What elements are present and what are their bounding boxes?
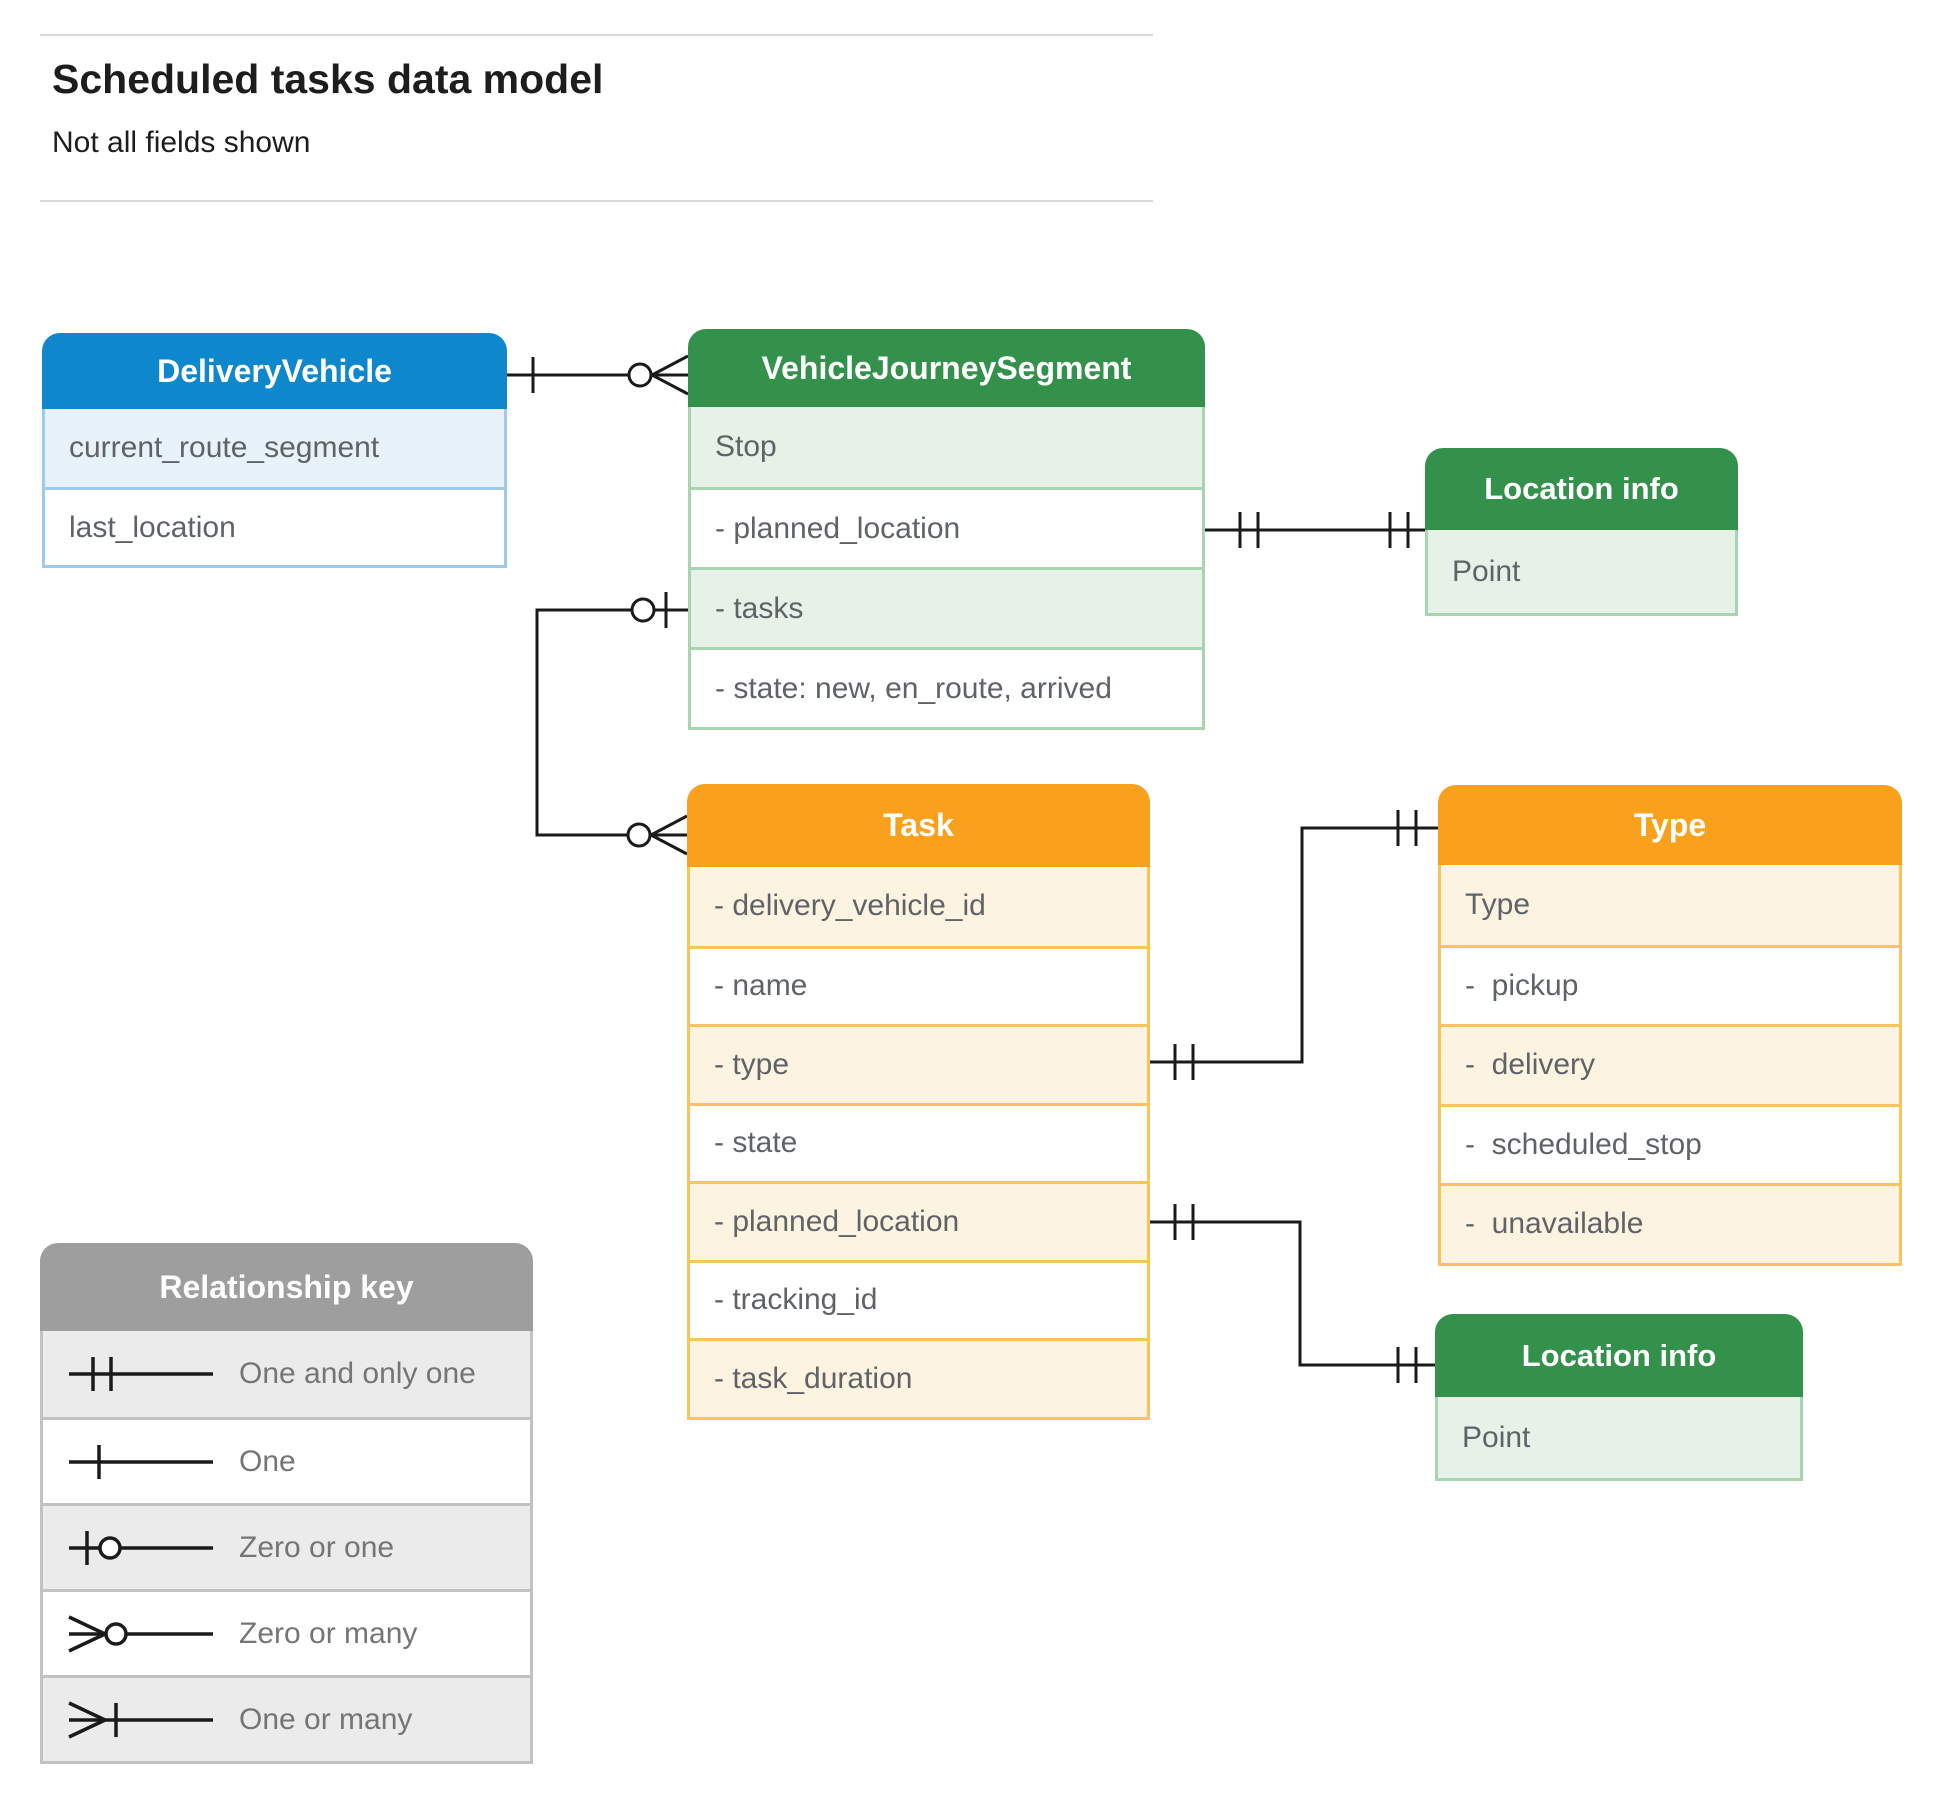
one-and-only-one-icon (43, 1344, 239, 1404)
field-type: - type (690, 1024, 1147, 1103)
subtitle-divider (40, 200, 1153, 202)
field-point: Point (1438, 1397, 1800, 1478)
relationship-key-header: Relationship key (40, 1243, 533, 1331)
field-unavailable: - unavailable (1441, 1183, 1899, 1263)
field-state: - state: new, en_route, arrived (691, 647, 1202, 727)
entity-vehicle-journey-segment: VehicleJourneySegment Stop - planned_loc… (688, 329, 1205, 730)
entity-vehicle-journey-segment-header: VehicleJourneySegment (688, 329, 1205, 407)
field-task-duration: - task_duration (690, 1338, 1147, 1417)
legend-item-one-or-many: One or many (43, 1675, 530, 1761)
field-planned-location: - planned_location (690, 1181, 1147, 1260)
field-tasks: - tasks (691, 567, 1202, 647)
relationship-key: Relationship key One and only one One Ze… (40, 1243, 533, 1764)
entity-type-header: Type (1438, 785, 1902, 865)
field-stop: Stop (691, 407, 1202, 487)
field-delivery: - delivery (1441, 1024, 1899, 1104)
connector-task-type (1150, 810, 1438, 1080)
entity-location-info-top: Location info Point (1425, 448, 1738, 616)
one-or-many-icon (43, 1690, 239, 1750)
legend-item-one-and-only-one: One and only one (43, 1331, 530, 1417)
zero-or-one-icon (43, 1518, 239, 1578)
one-icon (43, 1432, 239, 1492)
zero-or-many-icon (43, 1604, 239, 1664)
field-name: - name (690, 945, 1147, 1024)
field-pickup: - pickup (1441, 944, 1899, 1024)
field-delivery-vehicle-id: - delivery_vehicle_id (690, 867, 1147, 946)
entity-delivery-vehicle: DeliveryVehicle current_route_segment la… (42, 333, 507, 568)
field-point: Point (1428, 530, 1735, 613)
field-tracking-id: - tracking_id (690, 1259, 1147, 1338)
field-scheduled-stop: - scheduled_stop (1441, 1103, 1899, 1183)
connector-vehiclejourneysegment-task (535, 592, 688, 856)
top-divider (40, 34, 1153, 36)
entity-task: Task - delivery_vehicle_id - name - type… (687, 784, 1150, 1420)
field-last-location: last_location (45, 487, 504, 565)
field-type: Type (1441, 865, 1899, 945)
page-subtitle: Not all fields shown (52, 126, 311, 159)
entity-location-info-top-header: Location info (1425, 448, 1738, 530)
legend-item-zero-or-one: Zero or one (43, 1503, 530, 1589)
field-current-route-segment: current_route_segment (45, 409, 504, 487)
connector-task-locationinfo (1150, 1204, 1435, 1383)
entity-type: Type Type - pickup - delivery - schedule… (1438, 785, 1902, 1266)
legend-item-one: One (43, 1417, 530, 1503)
entity-task-header: Task (687, 784, 1150, 867)
connector-deliveryvehicle-vehiclejourneysegment (507, 354, 689, 396)
entity-delivery-vehicle-header: DeliveryVehicle (42, 333, 507, 409)
entity-location-info-bottom-header: Location info (1435, 1314, 1803, 1397)
entity-location-info-bottom: Location info Point (1435, 1314, 1803, 1481)
legend-item-zero-or-many: Zero or many (43, 1589, 530, 1675)
connector-vehiclejourneysegment-locationinfo (1205, 512, 1425, 548)
page-title: Scheduled tasks data model (52, 56, 604, 102)
field-state: - state (690, 1102, 1147, 1181)
field-planned-location: - planned_location (691, 487, 1202, 567)
